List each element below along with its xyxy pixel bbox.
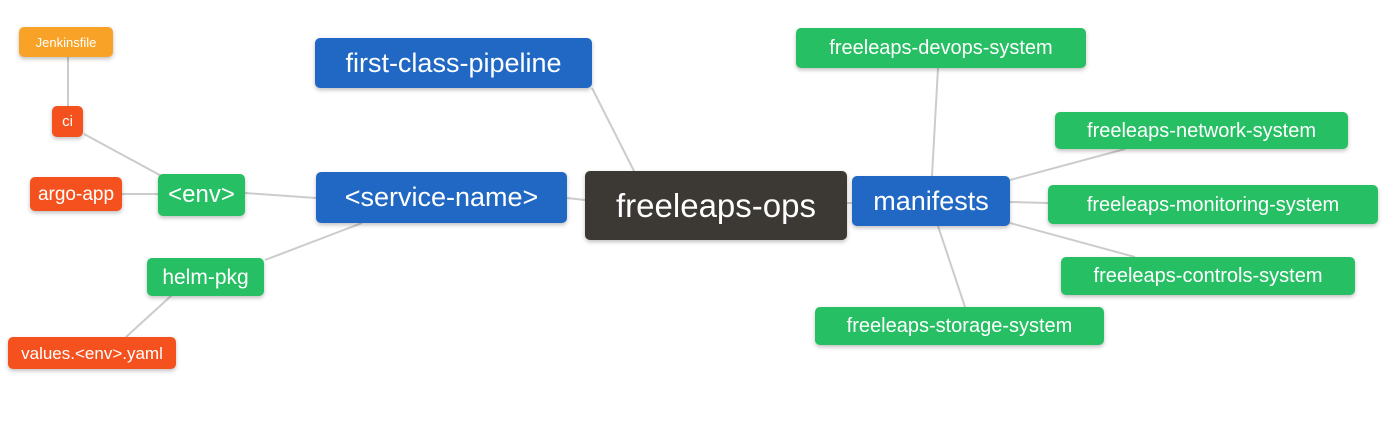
edge-env-to-service-name bbox=[244, 192, 317, 199]
edge-manifests-to-devops-system bbox=[931, 67, 939, 177]
node-monitoring-system[interactable]: freeleaps-monitoring-system bbox=[1048, 185, 1378, 224]
node-argo-app[interactable]: argo-app bbox=[30, 177, 122, 211]
edge-first-class-pipeline-to-freeleaps-ops bbox=[591, 87, 635, 172]
node-values-env-yaml[interactable]: values.<env>.yaml bbox=[8, 337, 176, 369]
node-network-system[interactable]: freeleaps-network-system bbox=[1055, 112, 1348, 149]
edge-helm-pkg-to-values-env-yaml bbox=[125, 294, 173, 338]
node-freeleaps-ops[interactable]: freeleaps-ops bbox=[585, 171, 847, 240]
node-storage-system[interactable]: freeleaps-storage-system bbox=[815, 307, 1104, 345]
node-env[interactable]: <env> bbox=[158, 174, 245, 216]
edge-manifests-to-controls-system bbox=[1009, 222, 1136, 258]
node-devops-system[interactable]: freeleaps-devops-system bbox=[796, 28, 1086, 68]
edge-manifests-to-monitoring-system bbox=[1009, 201, 1049, 204]
node-helm-pkg[interactable]: helm-pkg bbox=[147, 258, 264, 296]
edge-service-name-to-freeleaps-ops bbox=[566, 197, 586, 201]
node-service-name[interactable]: <service-name> bbox=[316, 172, 567, 223]
edge-manifests-to-storage-system bbox=[937, 225, 966, 308]
node-controls-system[interactable]: freeleaps-controls-system bbox=[1061, 257, 1355, 295]
node-first-class-pipeline[interactable]: first-class-pipeline bbox=[315, 38, 592, 88]
node-jenkinsfile[interactable]: Jenkinsfile bbox=[19, 27, 113, 57]
node-ci[interactable]: ci bbox=[52, 106, 83, 137]
node-manifests[interactable]: manifests bbox=[852, 176, 1010, 226]
edge-helm-pkg-to-service-name bbox=[264, 222, 363, 261]
edge-ci-to-env bbox=[83, 133, 168, 180]
edge-manifests-to-network-system bbox=[1009, 148, 1126, 181]
